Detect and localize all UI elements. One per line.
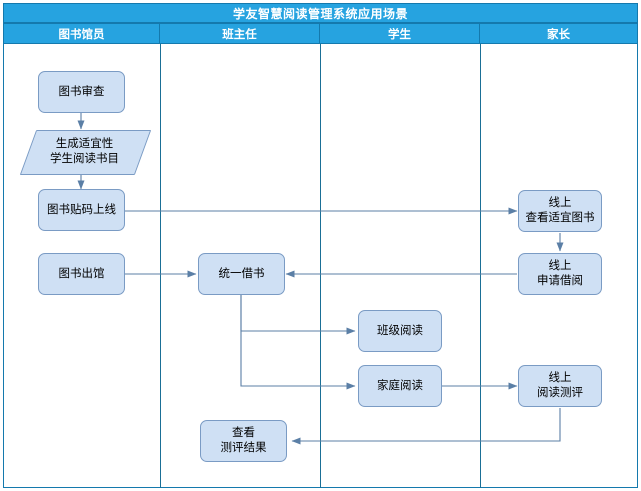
node-book-out[interactable]: 图书出馆 xyxy=(38,253,125,295)
lane-header-student[interactable]: 学生 xyxy=(320,23,480,44)
lane-divider-1 xyxy=(160,44,161,488)
lane-divider-3 xyxy=(480,44,481,488)
node-family-reading[interactable]: 家庭阅读 xyxy=(358,365,442,407)
node-online-assessment[interactable]: 线上 阅读测评 xyxy=(518,365,602,407)
node-tag-online[interactable]: 图书贴码上线 xyxy=(38,189,125,231)
lane-header-headteacher[interactable]: 班主任 xyxy=(160,23,320,44)
lane-divider-2 xyxy=(320,44,321,488)
node-generate-booklist[interactable]: 生成适宜性 学生阅读书目 xyxy=(19,130,152,175)
lane-header-parent[interactable]: 家长 xyxy=(480,23,638,44)
diagram-title: 学友智慧阅读管理系统应用场景 xyxy=(3,3,638,23)
node-unified-borrow[interactable]: 统一借书 xyxy=(198,253,285,295)
lane-header-row: 图书馆员 班主任 学生 家长 xyxy=(3,23,638,44)
node-class-reading[interactable]: 班级阅读 xyxy=(358,310,442,352)
node-view-results[interactable]: 查看 测评结果 xyxy=(200,420,287,462)
node-online-view-books[interactable]: 线上 查看适宜图书 xyxy=(518,190,602,232)
node-online-apply[interactable]: 线上 申请借阅 xyxy=(518,253,602,295)
lane-header-librarian[interactable]: 图书馆员 xyxy=(3,23,160,44)
node-book-review[interactable]: 图书审查 xyxy=(38,71,125,113)
